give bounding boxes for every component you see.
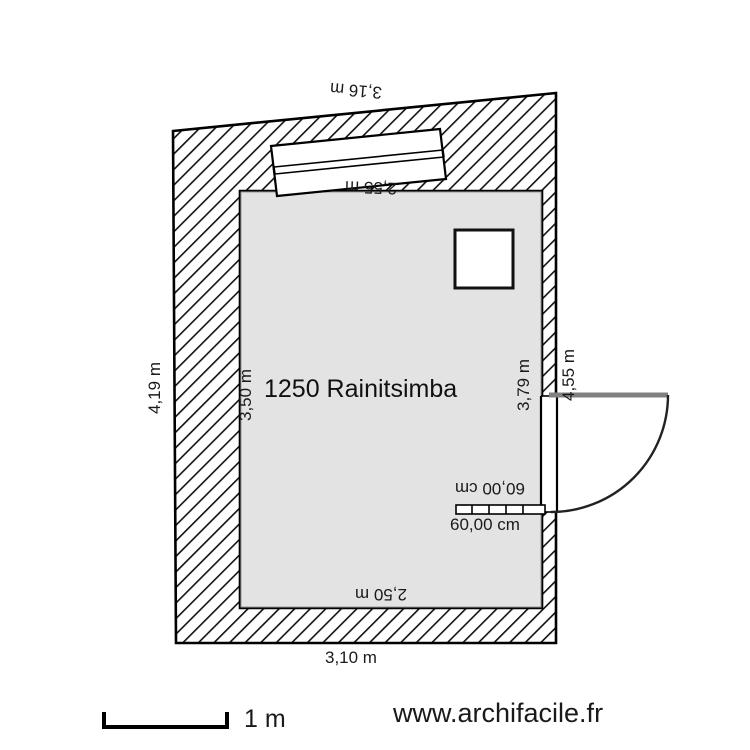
- dimension-top-inner: 2,55 m: [344, 177, 398, 198]
- window-frame: [269, 127, 448, 198]
- scale-bar-label: 1 m: [244, 705, 286, 733]
- wall-structure: [171, 91, 558, 645]
- dimension-door-width-lower: 60,00 cm: [450, 515, 520, 534]
- dimension-right-inner: 3,79 m: [513, 359, 533, 411]
- fixture-square[interactable]: [453, 228, 515, 290]
- window-sash-line-b: [274, 156, 445, 175]
- room-name-label: 1250 Rainitsimba: [264, 375, 458, 403]
- window-sash-tick-left: [273, 166, 276, 175]
- dimension-right-outer: 4,55 m: [558, 349, 578, 401]
- door-dimension-bar: [455, 504, 546, 515]
- door-right[interactable]: [539, 392, 670, 514]
- wall-inner-outline: [238, 189, 544, 610]
- door-opening-clear: [541, 396, 557, 512]
- window-opening-clear: [271, 129, 446, 196]
- window-top[interactable]: [269, 127, 448, 198]
- dimension-door-width-upper: 60,00 cm: [455, 479, 525, 498]
- dimension-left-inner: 3,50 m: [235, 369, 255, 421]
- dimension-bar-box: [455, 504, 546, 515]
- window-sash-tick-right: [442, 149, 445, 158]
- website-label: www.archifacile.fr: [393, 698, 604, 728]
- wall-hatch-fill: [173, 93, 556, 643]
- scale-bar-shape: [102, 712, 229, 729]
- dimension-left-outer: 4,19 m: [144, 362, 164, 414]
- scale-bar: [102, 712, 229, 729]
- door-swing-arc: [550, 394, 670, 514]
- wall-outer-outline: [171, 91, 558, 645]
- dimension-bottom-inner: 2,50 m: [355, 585, 407, 604]
- fixture-square-shape: [453, 228, 515, 290]
- dimension-bottom-outer: 3,10 m: [325, 648, 377, 667]
- window-sash-line-a: [273, 149, 444, 168]
